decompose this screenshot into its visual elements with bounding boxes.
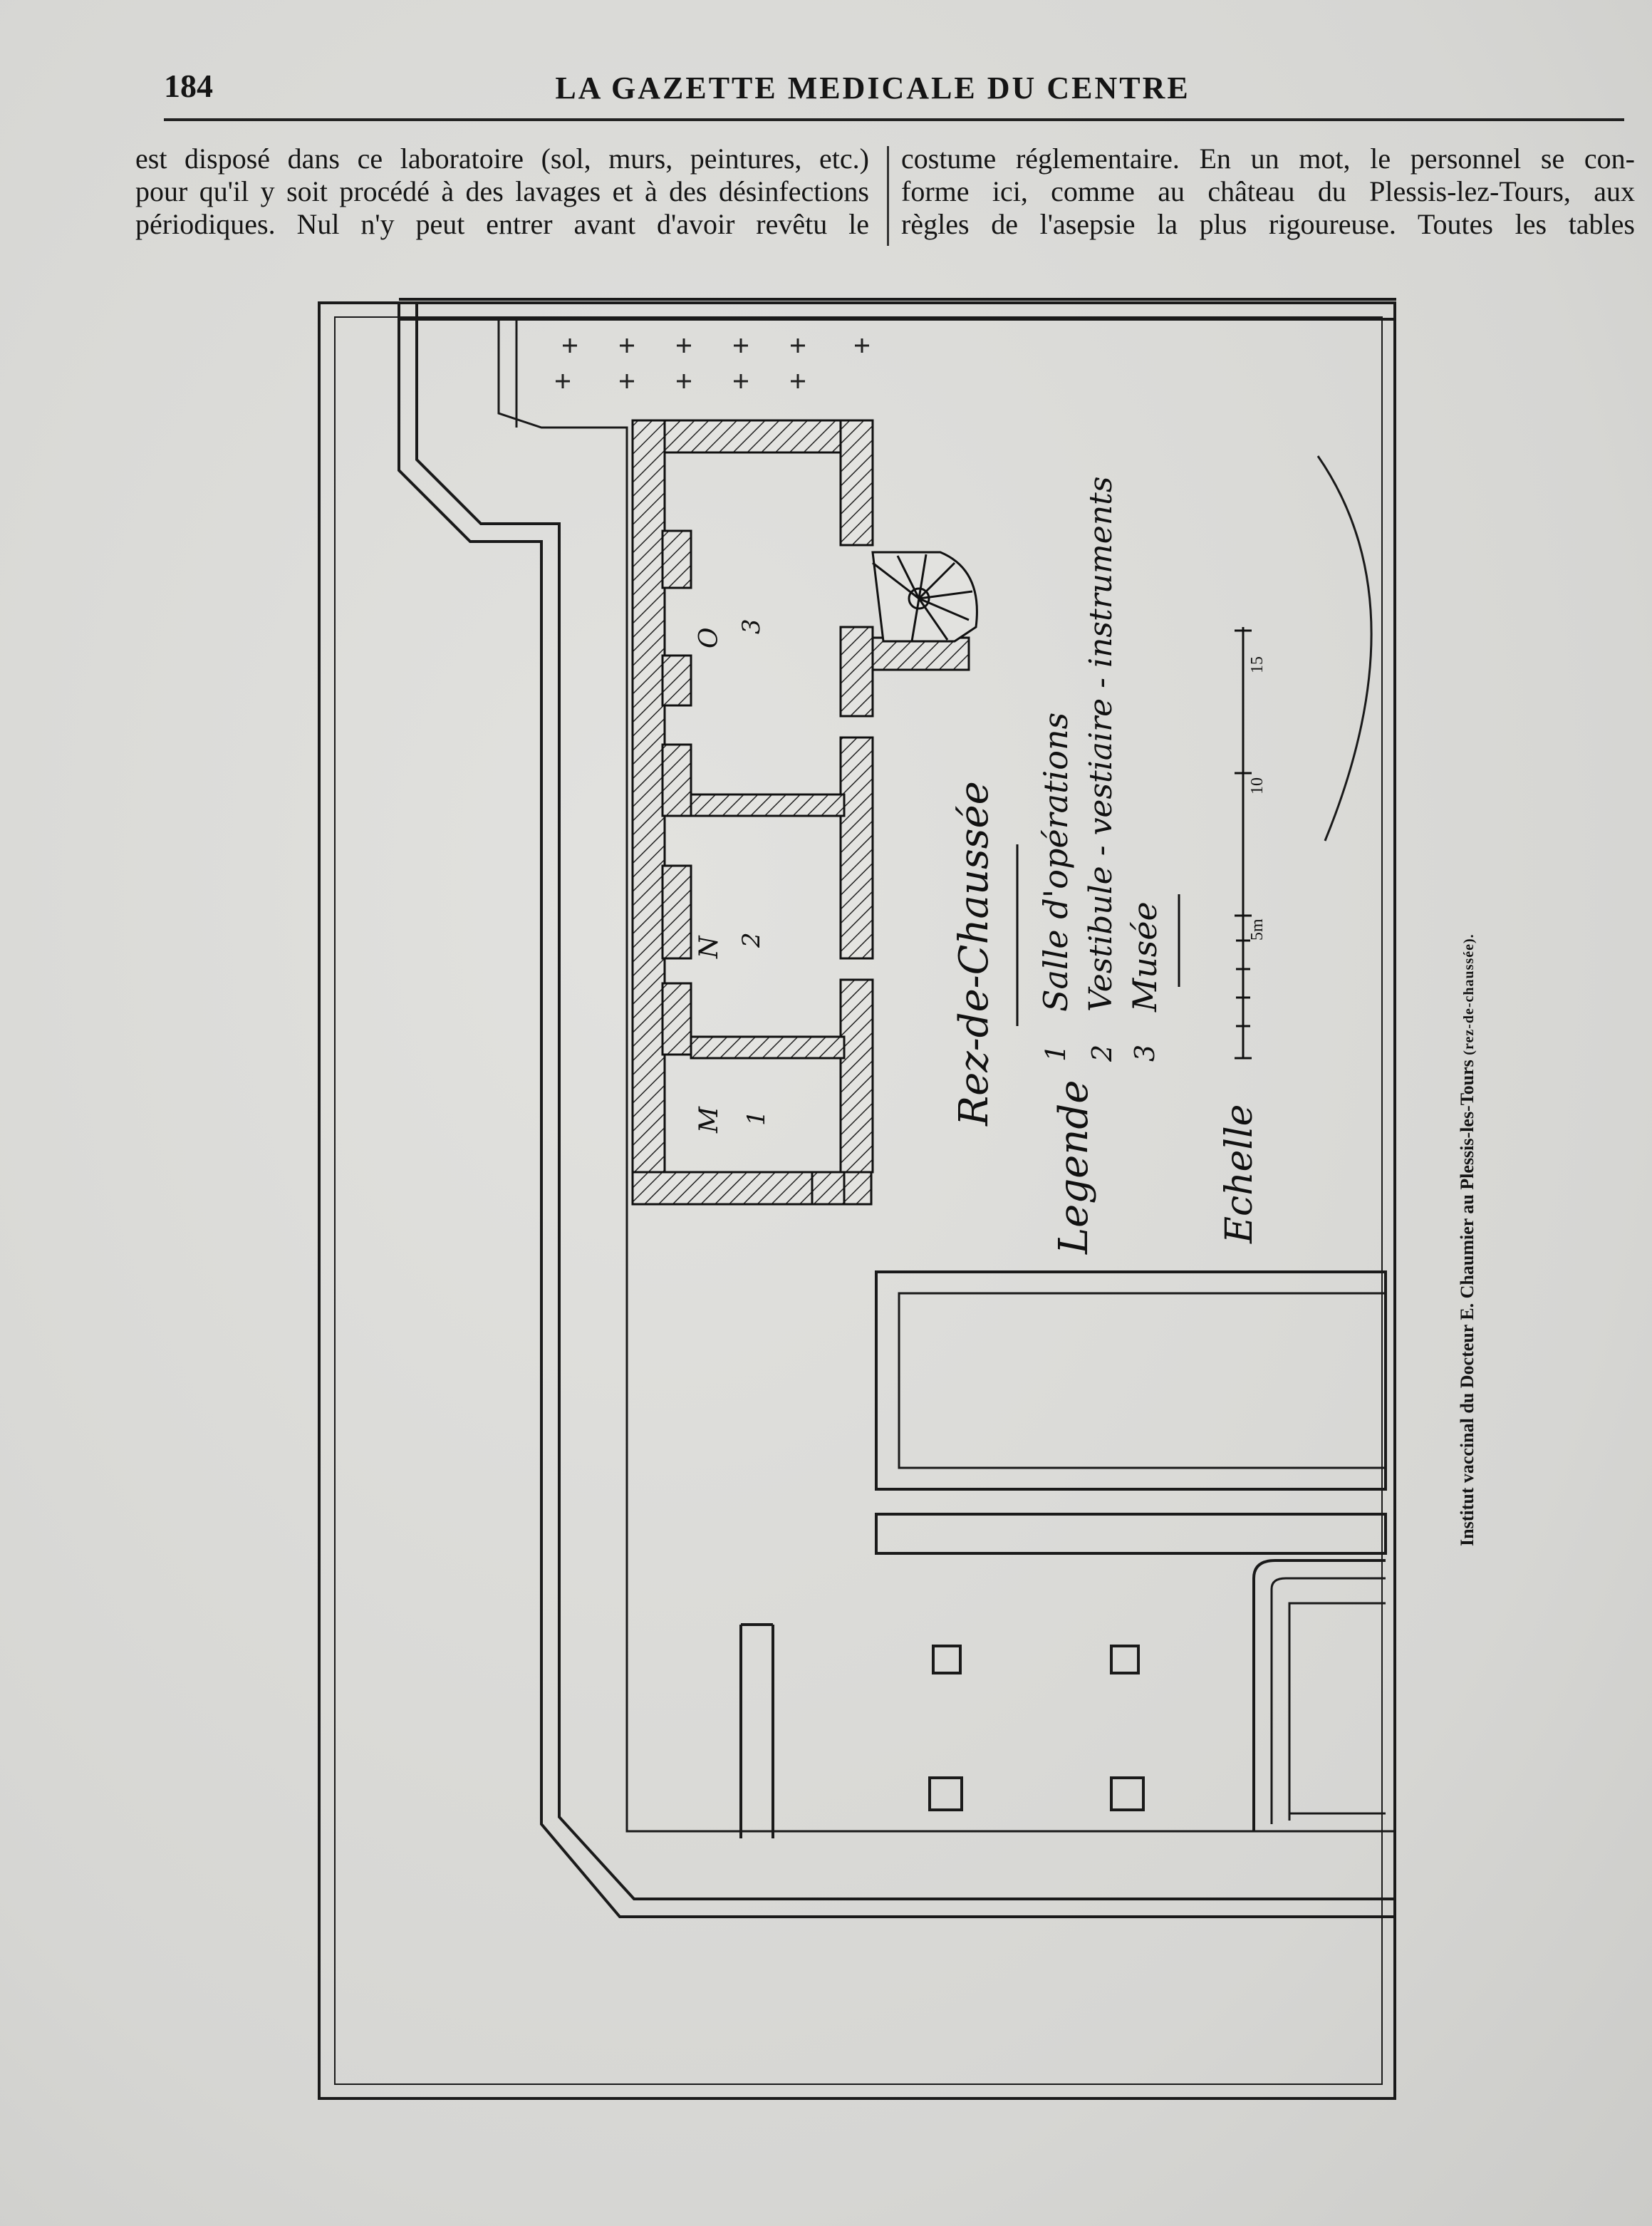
text-line: règles de l'asepsie la plus rigoureuse. … xyxy=(901,208,1635,240)
wall xyxy=(690,1035,846,1060)
room-number: 3 xyxy=(737,618,766,634)
legend-item: Musée xyxy=(1126,901,1164,1012)
legend-number: 3 xyxy=(1129,1044,1160,1062)
room-letter: O xyxy=(695,627,724,648)
staircase xyxy=(871,551,978,643)
garden-path xyxy=(398,303,1396,1918)
legend-number: 1 xyxy=(1040,1044,1071,1062)
caption-suffix: (rez-de-chaussée). xyxy=(1461,933,1477,1055)
scale-heading: Echelle xyxy=(1218,1104,1261,1243)
buttress xyxy=(661,654,692,707)
wall xyxy=(839,736,874,960)
room-letter: N xyxy=(695,936,724,959)
tree-markers xyxy=(556,338,869,388)
journal-title: LA GAZETTE MEDICALE DU CENTRE xyxy=(555,71,1190,105)
plan-title: Rez-de-Chaussée xyxy=(951,781,997,1126)
scale-bar xyxy=(1016,627,1252,1060)
garden-path xyxy=(415,303,1396,1900)
pillar xyxy=(932,1645,962,1674)
garden-bed xyxy=(875,1513,1387,1555)
garden-bed xyxy=(1252,1559,1386,1831)
room-number: 2 xyxy=(737,932,766,948)
property-boundary-inner xyxy=(334,316,1383,2085)
page-header: 184 LA GAZETTE MEDICALE DU CENTRE xyxy=(121,64,1624,128)
scale-tick-label: 10 xyxy=(1248,777,1267,794)
wall xyxy=(839,626,874,718)
buttress xyxy=(661,529,692,589)
wall xyxy=(839,978,874,1174)
header-rule xyxy=(164,118,1624,121)
scale-tick-label: 15 xyxy=(1248,656,1267,673)
pillar xyxy=(928,1776,963,1811)
pillar xyxy=(1110,1776,1145,1811)
figure-caption: Institut vaccinal du Docteur E. Chaumier… xyxy=(1457,933,1478,1546)
wall xyxy=(871,636,970,671)
wall xyxy=(839,419,874,547)
text-line: pour qu'il y soit procédé à des lavages … xyxy=(135,175,869,207)
text-line: costume réglementaire. En un mot, le per… xyxy=(901,143,1635,175)
pillar xyxy=(1110,1645,1140,1674)
garden-path xyxy=(497,319,1396,1833)
wall xyxy=(690,793,846,817)
building xyxy=(631,419,970,1206)
caption-text: Institut vaccinal du Docteur E. Chaumier… xyxy=(1457,1060,1477,1546)
legend-item: Vestibule - vestiaire - instruments xyxy=(1083,476,1119,1012)
arc xyxy=(1316,455,1373,842)
column-divider xyxy=(887,146,889,246)
wall xyxy=(811,1171,846,1206)
garden-bed xyxy=(875,1270,1387,1491)
text-column-right: costume réglementaire. En un mot, le per… xyxy=(901,143,1635,241)
legend-item: Salle d'opérations xyxy=(1037,712,1075,1012)
property-boundary xyxy=(318,301,1396,2100)
buttress xyxy=(661,982,692,1056)
room-number: 1 xyxy=(742,1110,771,1126)
text-line: périodiques. Nul n'y peut entrer avant d… xyxy=(135,208,869,240)
buttress xyxy=(661,743,692,817)
page-number: 184 xyxy=(164,68,213,104)
legend-heading: Legende xyxy=(1051,1080,1097,1254)
room-letter: M xyxy=(695,1107,724,1133)
legend-number: 2 xyxy=(1086,1044,1118,1062)
text-column-left: est disposé dans ce laboratoire (sol, mu… xyxy=(135,143,869,241)
buttress xyxy=(661,864,692,960)
wall xyxy=(631,419,666,1206)
text-line: forme ici, comme au château du Plessis-l… xyxy=(901,175,1635,207)
scale-tick-label: 5m xyxy=(1248,918,1267,941)
wall xyxy=(631,419,873,454)
text-line: est disposé dans ce laboratoire (sol, mu… xyxy=(135,143,869,175)
